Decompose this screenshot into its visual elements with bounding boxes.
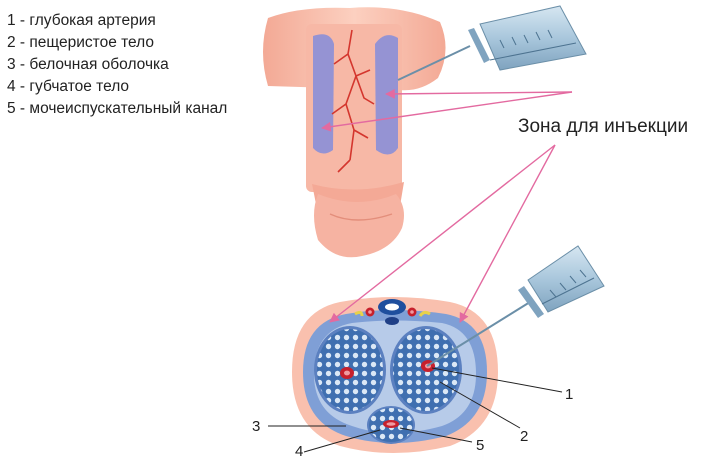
cavernous-body-left: [313, 34, 334, 154]
callout-1: 1: [565, 386, 573, 403]
cavernous-body-right: [375, 35, 398, 155]
cross-section: [292, 297, 498, 453]
legend-item: 4 - губчатое тело: [7, 78, 130, 95]
organ-side-view: [263, 7, 446, 258]
callout-leaders: [268, 367, 563, 453]
glans-shade: [329, 213, 393, 221]
legend: 1 - глубокая артерия 2 - пещеристое тело…: [7, 10, 227, 120]
syringe-icon: [426, 245, 605, 367]
callout-2: 2: [520, 428, 528, 445]
callout-4: 4: [295, 443, 303, 460]
injection-zone-label: Зона для инъекции: [518, 116, 689, 137]
deep-artery-left: [340, 367, 354, 379]
legend-item: 3 - белочная оболочка: [7, 56, 169, 73]
dorsal-vessels: [354, 299, 431, 325]
callout-3: 3: [252, 418, 260, 435]
artery-branches: [331, 29, 375, 173]
injection-zone-arrows: [321, 89, 573, 323]
legend-item: 1 - глубокая артерия: [7, 12, 156, 29]
syringe-icon: [397, 5, 587, 81]
legend-item: 5 - мочеиспускательный канал: [7, 100, 228, 117]
legend-item: 2 - пещеристое тело: [7, 34, 154, 51]
spongy-body-section: [367, 406, 415, 444]
glans: [314, 194, 404, 258]
callout-5: 5: [476, 437, 484, 454]
